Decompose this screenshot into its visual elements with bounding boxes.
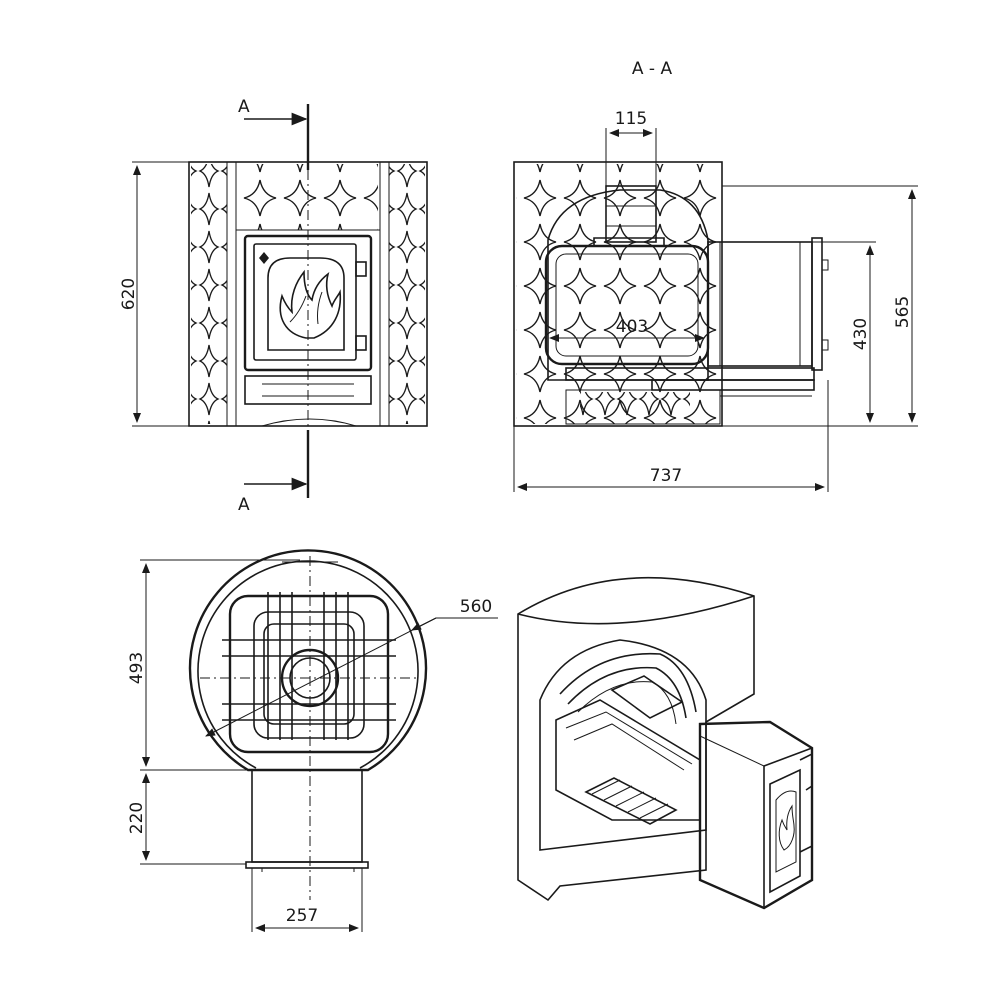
iso-stone-shell — [517, 576, 755, 902]
fire-tunnel — [707, 241, 813, 367]
front-view: A A 620 — [119, 97, 428, 515]
dim-chimney-width: 115 — [615, 109, 647, 129]
door-handle-icon — [259, 252, 269, 264]
front-right-stone-column — [389, 164, 425, 424]
fire-door — [253, 243, 357, 361]
door-hinge-upper — [355, 261, 367, 277]
heater-cavity — [547, 189, 709, 381]
section-title: A - A — [632, 59, 673, 79]
grate-bars — [222, 592, 396, 740]
iso-inner-cutout — [539, 639, 707, 851]
dim-section-height-outer: 565 — [893, 296, 913, 328]
section-marker-top: A — [238, 97, 250, 117]
dim-firebox-depth: 403 — [616, 317, 648, 337]
front-left-stone-column — [191, 164, 227, 424]
iso-firebox — [555, 699, 701, 821]
iso-flame-icon — [778, 804, 795, 851]
iso-chimney-block — [610, 675, 684, 719]
dim-top-depth: 493 — [127, 652, 147, 684]
chimney-collar — [605, 185, 657, 243]
stone-grate-outer — [228, 594, 390, 754]
top-view: 560 493 220 257 — [127, 549, 498, 932]
iso-grate — [584, 777, 678, 825]
iso-tunnel-door — [769, 768, 801, 894]
top-outline — [188, 549, 428, 772]
isometric-cutaway-view — [517, 576, 814, 910]
stone-grate-inner — [253, 611, 365, 739]
door-window — [267, 257, 345, 351]
flame-icon — [279, 269, 342, 339]
dim-total-depth: 737 — [650, 466, 682, 486]
dim-front-height: 620 — [119, 278, 139, 310]
dim-top-diameter: 560 — [460, 597, 492, 617]
section-view: A - A 115 56 — [513, 59, 918, 492]
tunnel-door — [811, 237, 823, 371]
dim-section-height-inner: 430 — [851, 318, 871, 350]
dim-tunnel-depth: 220 — [127, 802, 147, 834]
iso-tunnel — [698, 720, 814, 910]
dim-tunnel-width: 257 — [286, 906, 318, 926]
door-hinge-lower — [355, 335, 367, 351]
top-tunnel — [251, 769, 363, 863]
section-marker-bottom: A — [238, 495, 250, 515]
